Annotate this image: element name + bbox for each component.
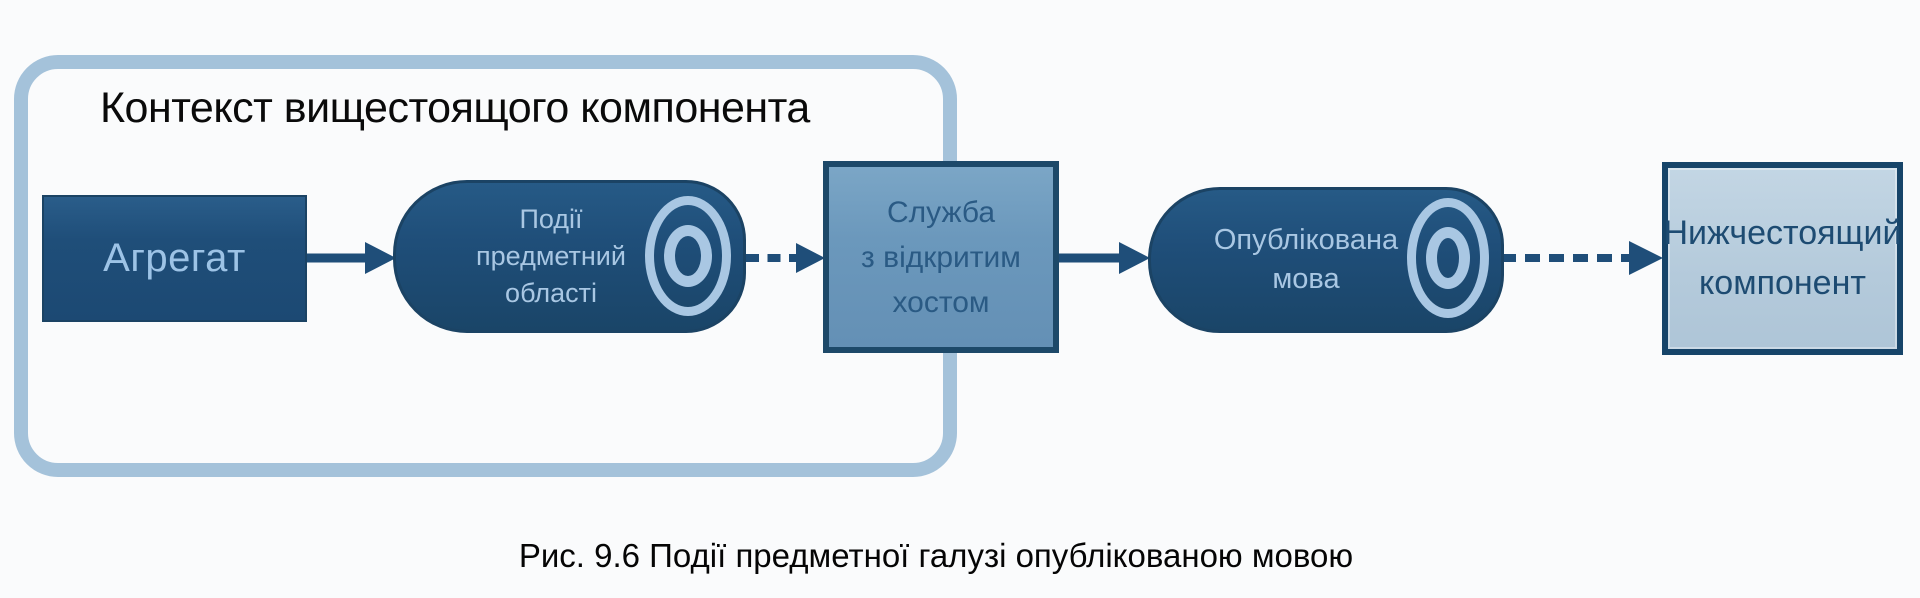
pipe-opening-outer-ring-icon [1407,198,1489,318]
published-language-label-line1: Опублікована [1213,223,1399,256]
open-host-service-label-line1: Служба [886,195,996,229]
node-published-language-pipe: Опублікована мова [1148,187,1504,333]
arrow-open-host-service-to-published-language [1057,242,1150,274]
node-open-host-service: Служба з відкритим хостом [823,161,1059,353]
figure-caption: Рис. 9.6 Події предметної галузі опублік… [518,537,1354,574]
node-downstream-component: Нижчестоящий компонент [1662,162,1903,355]
domain-events-label-line3: області [505,278,597,309]
node-aggregate: Агрегат [42,195,307,322]
published-language-label: Опублікована мова [1161,190,1451,330]
node-domain-events-pipe: Події предметний області [393,180,746,333]
context-boundary-frame [14,55,957,477]
arrow-published-language-to-downstream-component [1501,241,1663,275]
pipe-opening-inner-ring-icon [664,225,712,287]
aggregate-label: Агрегат [103,236,246,280]
pipe-opening-inner-ring-icon [1426,227,1470,289]
arrow-domain-events-to-open-host-service [746,243,825,273]
arrow-aggregate-to-domain-events [305,242,396,274]
downstream-component-label-line1: Нижчестоящий [1663,214,1902,253]
published-language-label-line2: мова [1272,263,1340,295]
open-host-service-label-line2: з відкритим [861,240,1021,274]
context-title: Контекст вищестоящого компонента [100,84,810,132]
domain-events-label: Події предметний області [406,183,696,330]
domain-events-label-line1: Події [519,203,583,234]
pipe-opening-outer-ring-icon [645,196,731,316]
domain-events-label-line2: предметний [476,240,626,271]
open-host-service-label-line3: хостом [892,285,990,319]
downstream-component-label-line2: компонент [1699,263,1866,302]
